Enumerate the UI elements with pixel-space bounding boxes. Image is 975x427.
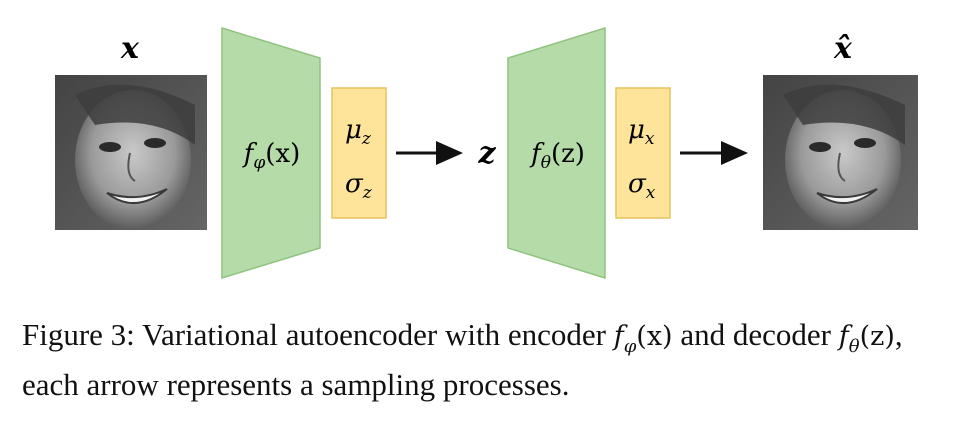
caption-mid: and decoder xyxy=(672,317,839,352)
input-label: x xyxy=(120,31,140,66)
figure-caption: Figure 3: Variational autoencoder with e… xyxy=(22,316,962,404)
vae-diagram: x fφ(x) μz σz z fθ(z) μx σx x̂ xyxy=(55,26,918,280)
decoder-network xyxy=(507,26,606,280)
caption-encoder-fn: f xyxy=(613,321,624,352)
caption-decoder-sub: θ xyxy=(848,336,860,358)
decoder-function-label: fθ(z) xyxy=(529,139,585,173)
decoder-params-box xyxy=(615,87,671,219)
caption-suffix: , each arrow represents a sampling proce… xyxy=(22,317,903,403)
decoder-mu-label: μx xyxy=(628,115,655,149)
encoder-mu-label: μz xyxy=(345,115,372,149)
input-face-image xyxy=(55,75,207,230)
encoder-function-label: fφ(x) xyxy=(242,139,300,173)
caption-encoder-sub: φ xyxy=(623,336,637,358)
caption-prefix: Figure 3: Variational autoencoder with e… xyxy=(22,317,614,352)
latent-label: z xyxy=(477,136,496,171)
caption-decoder-arg: (z) xyxy=(859,321,895,352)
caption-encoder-arg: (x) xyxy=(636,321,673,352)
encoder-sigma-label: σz xyxy=(345,169,373,203)
output-label: x̂ xyxy=(833,31,853,66)
encoder-params-box xyxy=(331,87,387,219)
encoder-network xyxy=(221,26,321,280)
decoder-sigma-label: σx xyxy=(628,169,656,203)
caption-decoder-fn: f xyxy=(838,321,849,352)
output-face-image xyxy=(763,75,918,230)
